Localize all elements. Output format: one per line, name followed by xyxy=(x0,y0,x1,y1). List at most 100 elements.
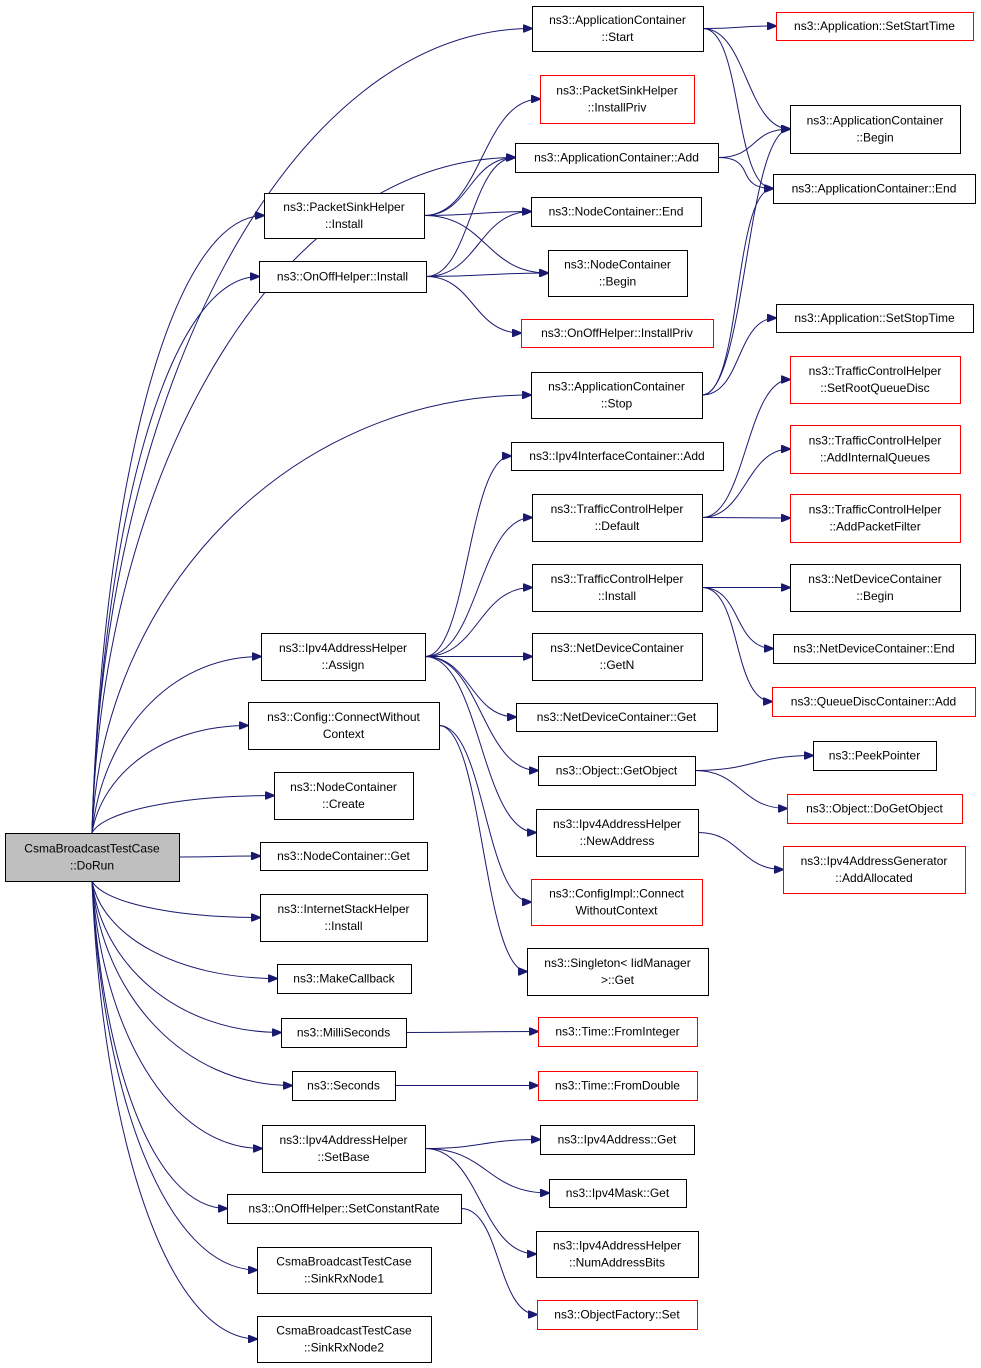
node-app-setstoptime[interactable]: ns3::Application::SetStopTime xyxy=(776,304,974,333)
node-appcont-add[interactable]: ns3::ApplicationContainer::Add xyxy=(515,143,719,173)
node-box xyxy=(516,703,718,732)
node-box xyxy=(515,143,719,173)
node-sinkrxnode1[interactable]: CsmaBroadcastTestCase::SinkRxNode1 xyxy=(257,1247,432,1294)
edge-root-to-sinkrxnode2 xyxy=(91,880,257,1339)
node-label-line: ns3::NodeContainer::Get xyxy=(277,849,410,863)
node-object-getobject[interactable]: ns3::Object::GetObject xyxy=(538,756,696,786)
node-box xyxy=(790,425,961,474)
node-sinkrxnode2[interactable]: CsmaBroadcastTestCase::SinkRxNode2 xyxy=(257,1316,432,1363)
node-app-start[interactable]: ns3::ApplicationContainer::Start xyxy=(532,6,704,52)
node-ipv4ah-assign[interactable]: ns3::Ipv4AddressHelper::Assign xyxy=(261,633,426,681)
node-time-fromdouble[interactable]: ns3::Time::FromDouble xyxy=(538,1071,698,1101)
node-label-line: ns3::NetDeviceContainer xyxy=(550,641,683,655)
node-label-line: ns3::Object::GetObject xyxy=(556,764,678,778)
node-box xyxy=(790,494,961,543)
node-ipv4mask-get[interactable]: ns3::Ipv4Mask::Get xyxy=(549,1179,687,1208)
node-box xyxy=(511,442,724,471)
node-label-line: ::SinkRxNode1 xyxy=(304,1272,384,1286)
node-nodecont-end[interactable]: ns3::NodeContainer::End xyxy=(531,197,702,227)
node-box xyxy=(257,1247,432,1294)
node-tch-addpacketfilter[interactable]: ns3::TrafficControlHelper::AddPacketFilt… xyxy=(790,494,961,543)
node-ipv4address-get[interactable]: ns3::Ipv4Address::Get xyxy=(540,1125,695,1155)
node-ndc-end[interactable]: ns3::NetDeviceContainer::End xyxy=(773,634,976,664)
edge-ipv4ah-assign-to-tch-default xyxy=(424,518,532,657)
node-onoff-setconstantrate[interactable]: ns3::OnOffHelper::SetConstantRate xyxy=(227,1194,462,1224)
node-label-line: ns3::OnOffHelper::SetConstantRate xyxy=(248,1202,440,1216)
node-label-line: ns3::Time::FromInteger xyxy=(555,1025,679,1039)
node-box xyxy=(790,105,961,154)
node-onoff-install[interactable]: ns3::OnOffHelper::Install xyxy=(259,261,427,293)
node-label-line: ns3::OnOffHelper::InstallPriv xyxy=(541,326,693,340)
node-tch-addinternal[interactable]: ns3::TrafficControlHelper::AddInternalQu… xyxy=(790,425,961,474)
node-appcont-begin[interactable]: ns3::ApplicationContainer::Begin xyxy=(790,105,961,154)
node-ipv4ah-newaddress[interactable]: ns3::Ipv4AddressHelper::NewAddress xyxy=(536,809,699,857)
edge-onoff-install-to-appcont-add xyxy=(425,158,515,277)
node-ndc-begin[interactable]: ns3::NetDeviceContainer::Begin xyxy=(790,564,961,612)
node-label-line: ns3::Application::SetStartTime xyxy=(794,19,955,33)
node-singleton-get[interactable]: ns3::Singleton< IidManager>::Get xyxy=(527,948,709,996)
node-label-line: ns3::TrafficControlHelper xyxy=(551,502,684,516)
node-object-dogetobject[interactable]: ns3::Object::DoGetObject xyxy=(787,794,963,824)
node-makecallback[interactable]: ns3::MakeCallback xyxy=(277,964,412,994)
node-label-line: ns3::Singleton< IidManager xyxy=(544,956,690,970)
node-appcont-stop[interactable]: ns3::ApplicationContainer::Stop xyxy=(531,372,703,419)
node-internetstack-install[interactable]: ns3::InternetStackHelper::Install xyxy=(260,894,428,942)
node-peekpointer[interactable]: ns3::PeekPointer xyxy=(813,741,937,771)
node-ipv4ah-setbase[interactable]: ns3::Ipv4AddressHelper::SetBase xyxy=(262,1125,426,1173)
node-app-setstarttime[interactable]: ns3::Application::SetStartTime xyxy=(776,12,974,41)
node-label-line: ns3::ConfigImpl::Connect xyxy=(549,887,684,901)
node-ndc-getn[interactable]: ns3::NetDeviceContainer::GetN xyxy=(532,633,703,681)
node-box xyxy=(527,948,709,996)
node-ndc-get[interactable]: ns3::NetDeviceContainer::Get xyxy=(516,703,718,732)
node-seconds[interactable]: ns3::Seconds xyxy=(292,1071,396,1101)
node-packetsink-installpriv[interactable]: ns3::PacketSinkHelper::InstallPriv xyxy=(540,75,695,124)
edge-packetsink-install-to-nodecont-end xyxy=(423,212,531,216)
node-box xyxy=(772,687,976,717)
node-box xyxy=(248,702,440,750)
node-objectfactory-set[interactable]: ns3::ObjectFactory::Set xyxy=(537,1300,698,1330)
node-tch-setroot[interactable]: ns3::TrafficControlHelper::SetRootQueueD… xyxy=(790,356,961,404)
node-label-line: ns3::Ipv4AddressHelper xyxy=(279,1133,407,1147)
node-label-line: ::Install xyxy=(325,217,363,231)
node-ipv4ah-numaddressbits[interactable]: ns3::Ipv4AddressHelper::NumAddressBits xyxy=(536,1231,699,1278)
node-packetsink-install[interactable]: ns3::PacketSinkHelper::Install xyxy=(264,193,425,239)
node-label-line: ns3::MakeCallback xyxy=(293,972,395,986)
node-qdc-add[interactable]: ns3::QueueDiscContainer::Add xyxy=(772,687,976,717)
edge-onoff-install-to-nodecont-begin xyxy=(425,273,548,277)
edge-root-to-ipv4ah-assign xyxy=(91,657,261,834)
node-label-line: ns3::TrafficControlHelper xyxy=(809,503,942,517)
node-box xyxy=(260,894,428,942)
node-tch-install[interactable]: ns3::TrafficControlHelper::Install xyxy=(532,564,703,612)
node-label-line: ns3::ApplicationContainer xyxy=(549,13,686,27)
node-label-line: ::Begin xyxy=(856,131,893,145)
node-nodecont-begin[interactable]: ns3::NodeContainer::Begin xyxy=(548,250,688,297)
node-box xyxy=(264,193,425,239)
node-box xyxy=(540,1125,695,1155)
node-label-line: ns3::NetDeviceContainer::Get xyxy=(537,710,697,724)
node-label-line: CsmaBroadcastTestCase xyxy=(276,1324,412,1338)
edge-packetsink-install-to-nodecont-begin xyxy=(423,215,548,274)
edge-root-to-nodecont-get xyxy=(178,856,260,857)
node-ipv4ag-addallocated[interactable]: ns3::Ipv4AddressGenerator::AddAllocated xyxy=(783,846,966,894)
node-box xyxy=(532,6,704,52)
node-time-frominteger[interactable]: ns3::Time::FromInteger xyxy=(538,1017,698,1047)
node-label-line: ::Install xyxy=(598,589,636,603)
node-appcont-end[interactable]: ns3::ApplicationContainer::End xyxy=(773,174,976,204)
node-milliseconds[interactable]: ns3::MilliSeconds xyxy=(281,1018,407,1048)
node-root[interactable]: CsmaBroadcastTestCase::DoRun xyxy=(5,833,180,882)
node-box xyxy=(540,75,695,124)
node-onoff-installpriv[interactable]: ns3::OnOffHelper::InstallPriv xyxy=(521,319,714,348)
edge-root-to-appcont-stop xyxy=(91,395,531,834)
node-label-line: ns3::ObjectFactory::Set xyxy=(554,1308,680,1322)
node-ipv4ic-add[interactable]: ns3::Ipv4InterfaceContainer::Add xyxy=(511,442,724,471)
node-label-line: ::Begin xyxy=(599,275,636,289)
node-nodecont-create[interactable]: ns3::NodeContainer::Create xyxy=(274,772,414,820)
node-box xyxy=(262,1125,426,1173)
node-tch-default[interactable]: ns3::TrafficControlHelper::Default xyxy=(532,494,703,542)
node-nodecont-get[interactable]: ns3::NodeContainer::Get xyxy=(260,842,428,871)
edge-tch-default-to-tch-addpacketfilter xyxy=(701,518,790,519)
edge-ipv4ah-newaddress-to-ipv4ag-addallocated xyxy=(697,832,783,870)
